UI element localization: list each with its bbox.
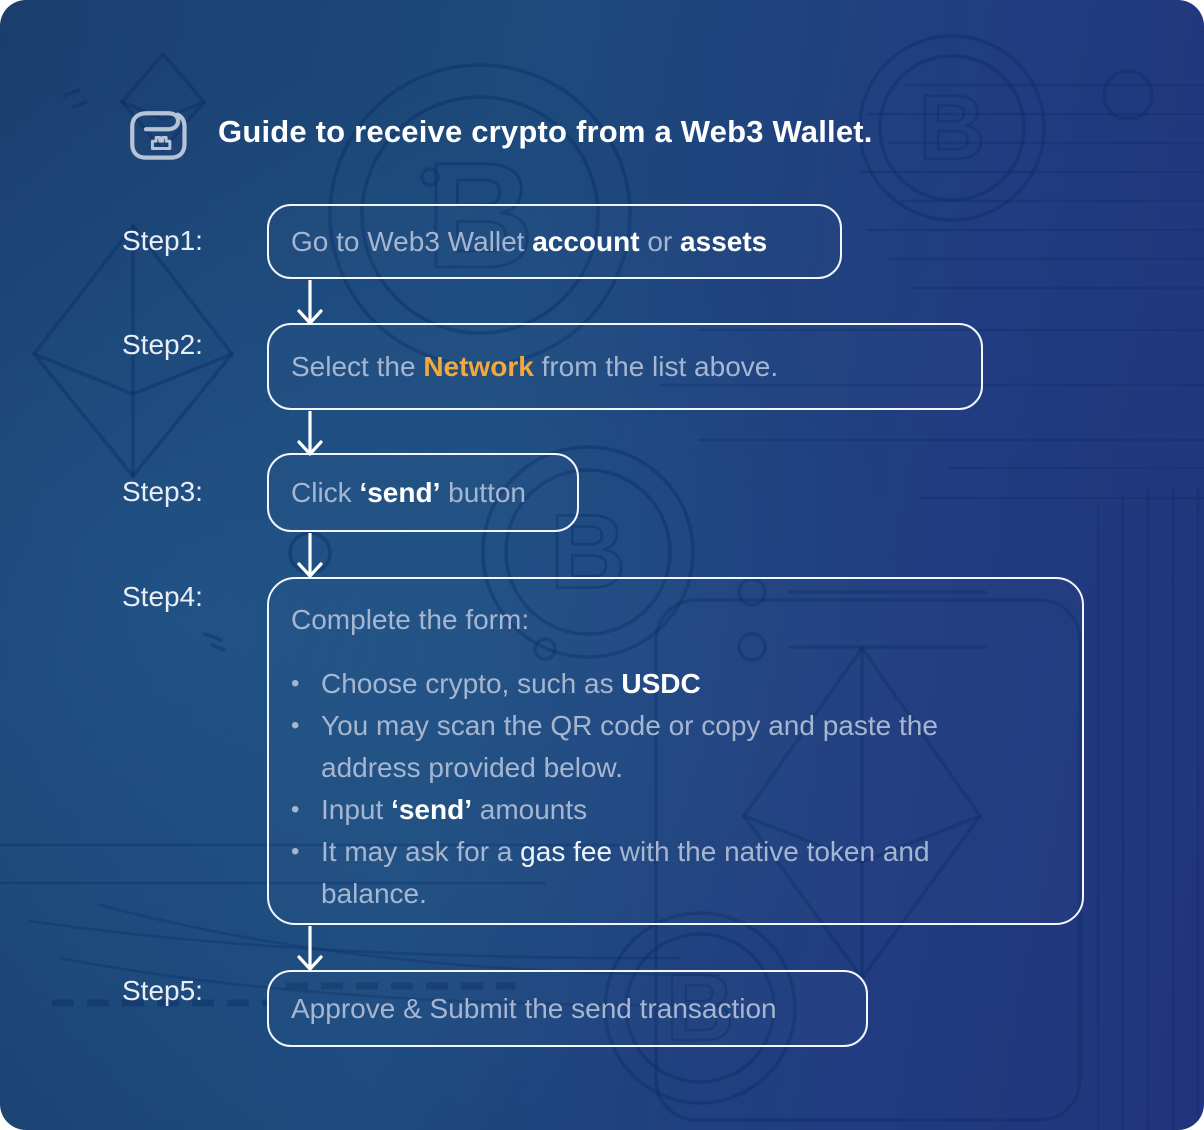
bullet-item: • It may ask for a gas fee with the nati… bbox=[291, 831, 1060, 915]
step2-text: Select the Network from the list above. bbox=[291, 350, 779, 382]
step5-label: Step5: bbox=[122, 975, 203, 1006]
bullet-text: You may scan the QR code or copy and pas… bbox=[321, 710, 946, 783]
step5-box: Approve & Submit the send transaction bbox=[267, 970, 868, 1047]
bullet-item: • Input ‘send’ amounts bbox=[291, 789, 1060, 831]
bullet-text: Choose crypto, such as USDC bbox=[321, 668, 701, 699]
step1-box: Go to Web3 Wallet account or assets bbox=[267, 204, 842, 279]
bullet-dot-icon: • bbox=[291, 838, 300, 865]
bullet-text: It may ask for a gas fee with the native… bbox=[321, 836, 938, 909]
step4-bullet-list: • Choose crypto, such as USDC • You may … bbox=[291, 663, 1060, 915]
bullet-dot-icon: • bbox=[291, 670, 300, 697]
step1-label: Step1: bbox=[122, 225, 203, 256]
step1-text: Go to Web3 Wallet account or assets bbox=[291, 225, 768, 257]
step3-text: Click ‘send’ button bbox=[291, 476, 527, 508]
step4-label: Step4: bbox=[122, 581, 203, 612]
bullet-text: Input ‘send’ amounts bbox=[321, 794, 588, 825]
step4-box: Complete the form: • Choose crypto, such… bbox=[267, 577, 1084, 925]
flow-arrow-icon bbox=[297, 411, 323, 456]
step2-box: Select the Network from the list above. bbox=[267, 323, 983, 410]
page-title: Guide to receive crypto from a Web3 Wall… bbox=[218, 114, 873, 149]
bullet-dot-icon: • bbox=[291, 712, 300, 739]
flow-arrow-icon bbox=[297, 280, 323, 325]
step4-heading: Complete the form: bbox=[291, 604, 530, 635]
bullet-item: • You may scan the QR code or copy and p… bbox=[291, 705, 1060, 789]
step5-text: Approve & Submit the send transaction bbox=[291, 992, 777, 1024]
bullet-item: • Choose crypto, such as USDC bbox=[291, 663, 1060, 705]
step3-label: Step3: bbox=[122, 476, 203, 507]
bullet-dot-icon: • bbox=[291, 796, 300, 823]
step2-label: Step2: bbox=[122, 329, 203, 360]
flow-arrow-icon bbox=[297, 926, 323, 971]
flow-arrow-icon bbox=[297, 533, 323, 578]
page-header: Guide to receive crypto from a Web3 Wall… bbox=[124, 97, 873, 167]
wallet-icon bbox=[130, 111, 187, 160]
step3-box: Click ‘send’ button bbox=[267, 453, 579, 532]
